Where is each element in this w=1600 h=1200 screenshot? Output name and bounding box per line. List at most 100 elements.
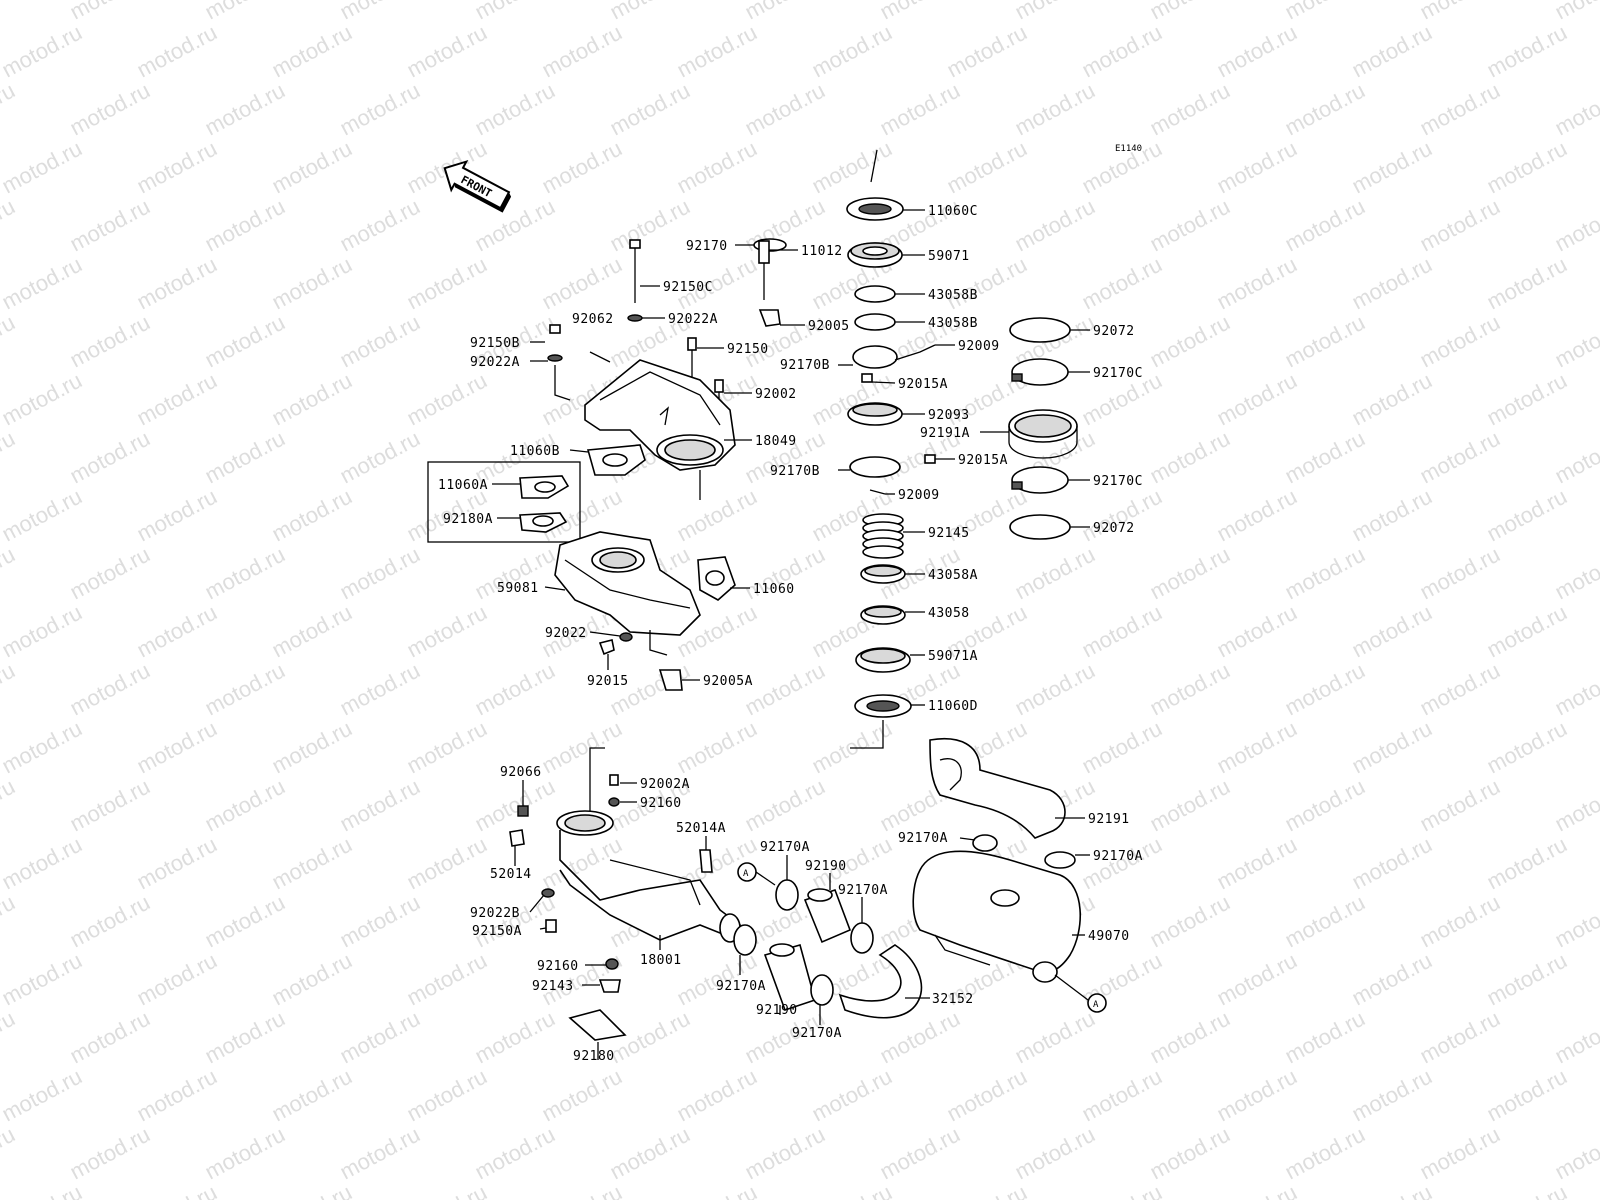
fitting-11012 <box>758 240 770 264</box>
watermark-text: motod.ru <box>1551 1006 1600 1069</box>
stud-92062 <box>589 351 611 363</box>
watermark-text: motod.ru <box>1348 252 1436 315</box>
watermark-text: motod.ru <box>1011 194 1099 257</box>
washer-92022B <box>541 888 555 898</box>
label-92170C-1: 92170C <box>1093 366 1143 381</box>
label-92180: 92180 <box>573 1049 615 1064</box>
label-92150B: 92150B <box>470 336 520 351</box>
watermark-text: motod.ru <box>0 658 19 721</box>
watermark-text: motod.ru <box>1551 194 1600 257</box>
clamp-92170A-3 <box>733 924 757 956</box>
watermark-text: motod.ru <box>1416 310 1504 373</box>
watermark-text: motod.ru <box>1146 658 1234 721</box>
bolt-92002 <box>714 379 724 393</box>
label-43058B-1: 43058B <box>928 288 978 303</box>
watermark-text: motod.ru <box>673 484 761 547</box>
watermark-text: motod.ru <box>403 20 491 83</box>
watermark-text: motod.ru <box>336 0 424 24</box>
watermark-text: motod.ru <box>0 310 19 373</box>
watermark-text: motod.ru <box>0 252 86 315</box>
watermark-text: motod.ru <box>201 890 289 953</box>
watermark-text: motod.ru <box>201 1006 289 1069</box>
label-11060C: 11060C <box>928 204 978 219</box>
watermark-text: motod.ru <box>0 832 86 895</box>
label-92170A-2: 92170A <box>838 883 888 898</box>
clamp-92170A-4 <box>810 974 834 1006</box>
watermark-text: motod.ru <box>268 484 356 547</box>
watermark-text: motod.ru <box>1146 542 1234 605</box>
watermark-text: motod.ru <box>1551 310 1600 373</box>
label-18049: 18049 <box>755 434 797 449</box>
watermark-text: motod.ru <box>741 1122 829 1185</box>
watermark-text: motod.ru <box>1078 252 1166 315</box>
bolt-92143 <box>598 979 621 993</box>
label-92170B-1: 92170B <box>780 358 830 373</box>
label-92180A: 92180A <box>443 512 493 527</box>
bolt-92002A <box>609 774 619 786</box>
watermark-text: motod.ru <box>66 0 154 24</box>
washer-92022A-1 <box>627 314 643 322</box>
watermark-text: motod.ru <box>606 78 694 141</box>
watermark-text: motod.ru <box>268 948 356 1011</box>
watermark-text: motod.ru <box>201 658 289 721</box>
nut-92015 <box>598 639 615 656</box>
label-11060A: 11060A <box>438 478 488 493</box>
coupling-set <box>1008 317 1078 540</box>
watermark-text: motod.ru <box>268 368 356 431</box>
part-labels: 11060C 59071 43058B 43058B 92009 92170B … <box>438 204 1143 1064</box>
steering-stack <box>846 149 936 749</box>
exhaust-manifold-group <box>547 238 787 500</box>
watermark-text: motod.ru <box>1483 1180 1571 1200</box>
watermark-text: motod.ru <box>1213 716 1301 779</box>
label-92002A: 92002A <box>640 777 690 792</box>
watermark-text: motod.ru <box>66 658 154 721</box>
label-59071: 59071 <box>928 249 970 264</box>
label-92150A: 92150A <box>472 924 522 939</box>
label-92191A: 92191A <box>920 426 970 441</box>
watermark-text: motod.ru <box>201 78 289 141</box>
exhaust-pipe-59081 <box>554 531 736 691</box>
watermark-text: motod.ru <box>1483 20 1571 83</box>
watermark-text: motod.ru <box>201 426 289 489</box>
watermark-text: motod.ru <box>1348 716 1436 779</box>
label-11060D: 11060D <box>928 699 978 714</box>
watermark-text: motod.ru <box>1416 426 1504 489</box>
label-92093: 92093 <box>928 408 970 423</box>
ring-92072-1 <box>1009 317 1071 343</box>
watermark-text: motod.ru <box>1551 774 1600 837</box>
watermark-text: motod.ru <box>1281 310 1369 373</box>
oring-43058B-2 <box>854 313 896 331</box>
watermark-text: motod.ru <box>1213 252 1301 315</box>
watermark-text: motod.ru <box>673 20 761 83</box>
label-92015A-1: 92015A <box>898 377 948 392</box>
watermark-text: motod.ru <box>336 890 424 953</box>
label-11060: 11060 <box>753 582 795 597</box>
watermark-text: motod.ru <box>538 1180 626 1200</box>
ring-92072-2 <box>1009 514 1071 540</box>
label-52014A: 52014A <box>676 821 726 836</box>
label-92150C: 92150C <box>663 280 713 295</box>
label-92022: 92022 <box>545 626 587 641</box>
watermark-text: motod.ru <box>0 484 86 547</box>
watermark-text: motod.ru <box>201 774 289 837</box>
watermark-text: motod.ru <box>1146 426 1234 489</box>
watermark-text: motod.ru <box>673 1180 761 1200</box>
watermark-text: motod.ru <box>1551 658 1600 721</box>
watermark-text: motod.ru <box>1213 136 1301 199</box>
watermark-text: motod.ru <box>1281 658 1369 721</box>
watermark-text: motod.ru <box>66 542 154 605</box>
watermark-text: motod.ru <box>673 1064 761 1127</box>
label-92190-1: 92190 <box>805 859 847 874</box>
hose-group: A <box>733 862 923 1019</box>
watermark-text: motod.ru <box>808 136 896 199</box>
label-92022A-2: 92022A <box>470 355 520 370</box>
collar-92160-1 <box>608 797 620 807</box>
watermark-text: motod.ru <box>66 310 154 373</box>
label-92190-2: 92190 <box>756 1003 798 1018</box>
label-92072-1: 92072 <box>1093 324 1135 339</box>
watermark-text: motod.ru <box>0 368 86 431</box>
gasket-box <box>427 461 581 543</box>
watermark-text: motod.ru <box>673 716 761 779</box>
oring-43058B-1 <box>854 285 896 303</box>
